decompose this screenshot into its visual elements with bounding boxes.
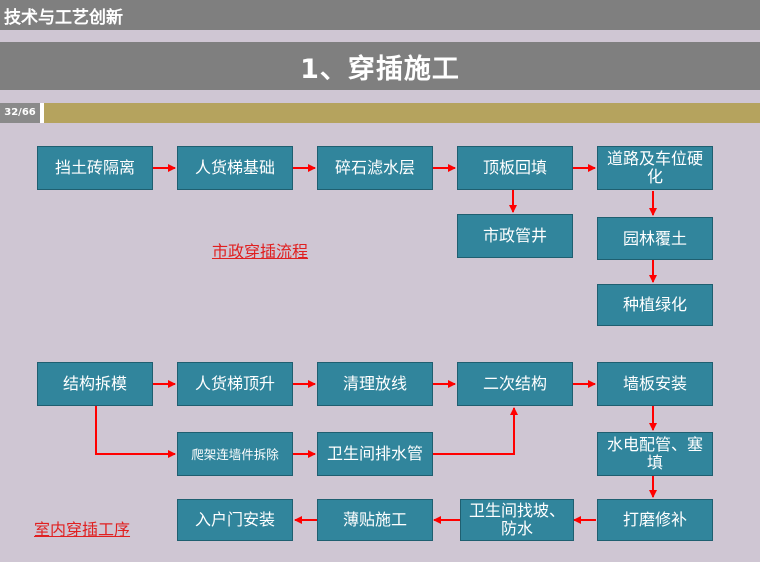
- step-plumbing-electrical: 水电配管、塞填: [597, 432, 713, 476]
- step-secondary-structure: 二次结构: [457, 362, 573, 406]
- slide-title: 1、穿插施工: [300, 54, 460, 85]
- municipal-caption: 市政穿插流程: [212, 242, 309, 261]
- step-planting: 种植绿化: [597, 284, 713, 326]
- step-wall-panel-install: 墙板安装: [597, 362, 713, 406]
- step-climbing-frame-removal: 爬架连墙件拆除: [177, 432, 293, 476]
- page-number: 32/66: [0, 103, 40, 123]
- page-separator: [40, 103, 44, 123]
- step-retaining-brick: 挡土砖隔离: [37, 146, 153, 190]
- step-municipal-manhole: 市政管井: [457, 214, 573, 258]
- gold-strip: [0, 103, 760, 123]
- section-title: 技术与工艺创新: [4, 8, 123, 28]
- title-band: [0, 42, 760, 90]
- step-bathroom-drain-pipe: 卫生间排水管: [317, 432, 433, 476]
- arrow-i7: [433, 407, 518, 455]
- step-roof-backfill: 顶板回填: [457, 146, 573, 190]
- step-thin-tiling: 薄贴施工: [317, 499, 433, 541]
- indoor-caption: 室内穿插工序: [34, 520, 131, 539]
- step-landscape-soil: 园林覆土: [597, 217, 713, 260]
- top-bar: [0, 0, 760, 30]
- step-sanding-repair: 打磨修补: [597, 499, 713, 541]
- step-entry-door-install: 入户门安装: [177, 499, 293, 541]
- step-road-hardening: 道路及车位硬化: [597, 146, 713, 190]
- step-hoist-foundation: 人货梯基础: [177, 146, 293, 190]
- step-bathroom-waterproofing: 卫生间找坡、防水: [460, 499, 574, 541]
- step-formwork-removal: 结构拆模: [37, 362, 153, 406]
- arrow-i5: [95, 406, 176, 458]
- step-hoist-climb: 人货梯顶升: [177, 362, 293, 406]
- step-cleanup-layout: 清理放线: [317, 362, 433, 406]
- step-gravel-filter-layer: 碎石滤水层: [317, 146, 433, 190]
